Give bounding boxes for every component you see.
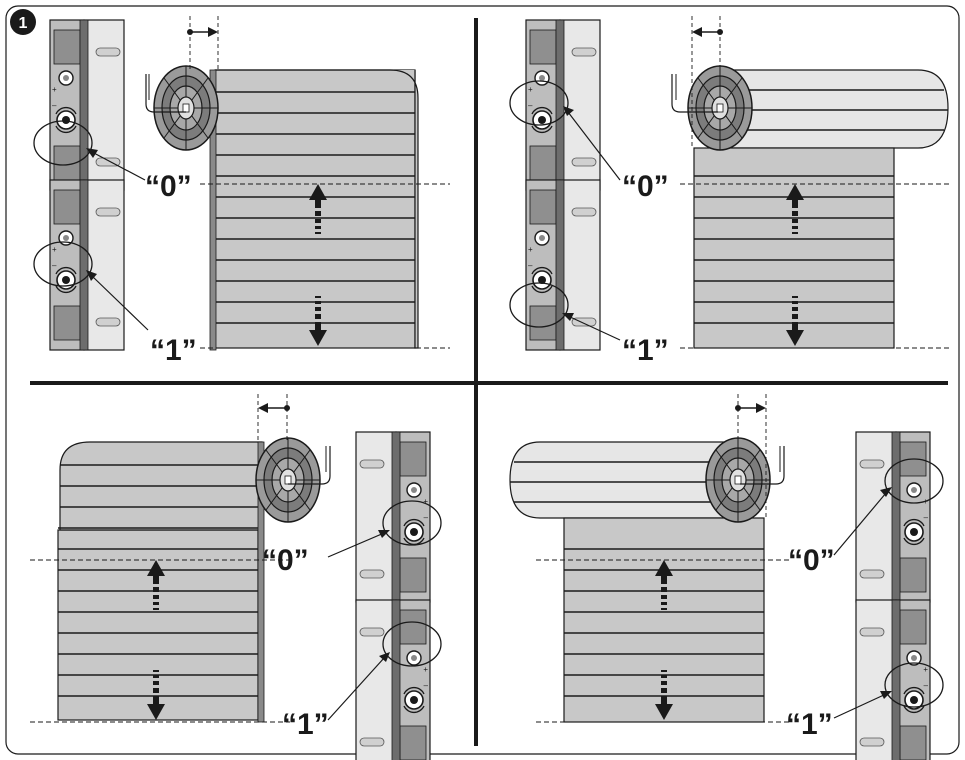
switch-unit bbox=[525, 179, 601, 351]
shutter-curtain bbox=[214, 69, 416, 349]
label-position-1: “1” bbox=[282, 708, 329, 741]
label-position-1: “1” bbox=[622, 334, 669, 367]
switch-unit bbox=[355, 599, 431, 760]
panel-top-right: “0” “1” bbox=[509, 16, 952, 367]
label-position-0: “0” bbox=[145, 170, 192, 203]
switch-unit bbox=[49, 179, 125, 351]
switch-unit bbox=[855, 431, 931, 603]
roll-end bbox=[687, 65, 753, 151]
label-position-1: “1” bbox=[150, 334, 197, 367]
label-position-0: “0” bbox=[622, 170, 669, 203]
switch-unit bbox=[355, 431, 431, 603]
roll-end bbox=[255, 437, 321, 523]
switch-unit bbox=[855, 599, 931, 760]
label-position-0: “0” bbox=[788, 544, 835, 577]
panel-top-left: “0” “1” bbox=[33, 16, 450, 367]
label-position-0: “0” bbox=[262, 544, 309, 577]
figure-badge-number: 1 bbox=[19, 15, 28, 32]
panel-bottom-left: “0” “1” bbox=[30, 394, 442, 760]
switch-unit bbox=[525, 19, 601, 191]
roll-end bbox=[705, 437, 771, 523]
figure-badge: 1 bbox=[10, 9, 36, 35]
panel-bottom-right: “0” “1” bbox=[509, 394, 944, 760]
label-position-1: “1” bbox=[786, 708, 833, 741]
roll-end bbox=[153, 65, 219, 151]
